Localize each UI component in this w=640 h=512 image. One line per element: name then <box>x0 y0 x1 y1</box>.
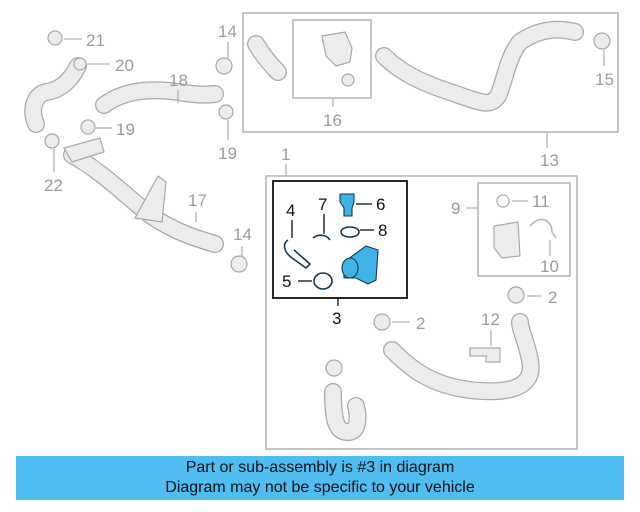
callout-8: 8 <box>378 221 387 240</box>
callout-9: 9 <box>451 199 460 218</box>
bracket-17 <box>134 175 167 223</box>
callout-7: 7 <box>318 195 327 214</box>
clamp-14b <box>230 255 248 273</box>
clip-10 <box>529 218 557 239</box>
clamp-15 <box>593 32 611 50</box>
leader-lines-ghost <box>53 38 605 346</box>
bracket-12 <box>469 347 501 363</box>
callout-22: 22 <box>44 176 63 195</box>
clamp-19a <box>80 119 96 135</box>
clamp-22 <box>44 133 60 149</box>
callout-14a: 14 <box>218 22 237 41</box>
hose-13 <box>375 20 584 112</box>
callout-3: 3 <box>332 309 341 328</box>
part-4-wire-clip <box>283 239 312 270</box>
fitting-16 <box>321 31 353 67</box>
leader-lines-dark <box>291 203 374 306</box>
callout-10: 10 <box>540 257 559 276</box>
clamp-21 <box>47 30 63 46</box>
info-banner: Part or sub-assembly is #3 in diagram Di… <box>16 456 624 500</box>
banner-line-1: Part or sub-assembly is #3 in diagram <box>185 459 455 476</box>
clamp-20 <box>73 57 87 71</box>
callout-18: 18 <box>169 71 188 90</box>
part-8-oring <box>340 226 360 238</box>
hose-lower-u <box>324 383 367 441</box>
sub-box-9 <box>477 182 571 277</box>
hose-18 <box>95 81 224 114</box>
hose-12 <box>383 313 540 401</box>
callout-17: 17 <box>188 191 207 210</box>
clamp-2a <box>507 286 525 304</box>
assembly-box-13 <box>242 12 619 133</box>
sub-box-16 <box>292 19 372 99</box>
callout-15: 15 <box>595 70 614 89</box>
callout-2b: 2 <box>416 314 425 333</box>
callout-4: 4 <box>286 201 295 220</box>
callout-20: 20 <box>115 56 134 75</box>
callout-1: 1 <box>281 145 290 164</box>
callout-13: 13 <box>540 151 559 170</box>
callout-16: 16 <box>323 111 342 130</box>
callout-6: 6 <box>376 195 385 214</box>
part-7-clip <box>312 234 331 241</box>
callout-11: 11 <box>532 192 550 211</box>
housing-9 <box>493 221 521 259</box>
sub-box-3-highlight <box>272 180 408 299</box>
callout-14b: 14 <box>233 225 252 244</box>
seal-11 <box>496 194 510 208</box>
banner-line-2: Diagram may not be specific to your vehi… <box>165 479 475 496</box>
hose-20 <box>24 57 87 133</box>
clamp-lower <box>325 359 343 377</box>
parts-diagram: 21 20 18 19 22 17 14 19 16 15 13 14 1 9 … <box>24 12 619 450</box>
callout-19a: 19 <box>116 120 135 139</box>
clamp-14a <box>215 57 233 75</box>
fitting-22 <box>63 137 105 163</box>
callout-19b: 19 <box>218 144 237 163</box>
callout-12: 12 <box>481 310 500 329</box>
part-5-seal <box>313 272 333 290</box>
callout-5: 5 <box>282 272 291 291</box>
callout-21: 21 <box>86 31 105 50</box>
clamp-2b <box>373 313 391 331</box>
assembly-box-1 <box>265 175 578 450</box>
callout-2a: 2 <box>548 288 557 307</box>
clamp-19b <box>218 104 234 120</box>
part-6-sensor <box>339 193 355 217</box>
